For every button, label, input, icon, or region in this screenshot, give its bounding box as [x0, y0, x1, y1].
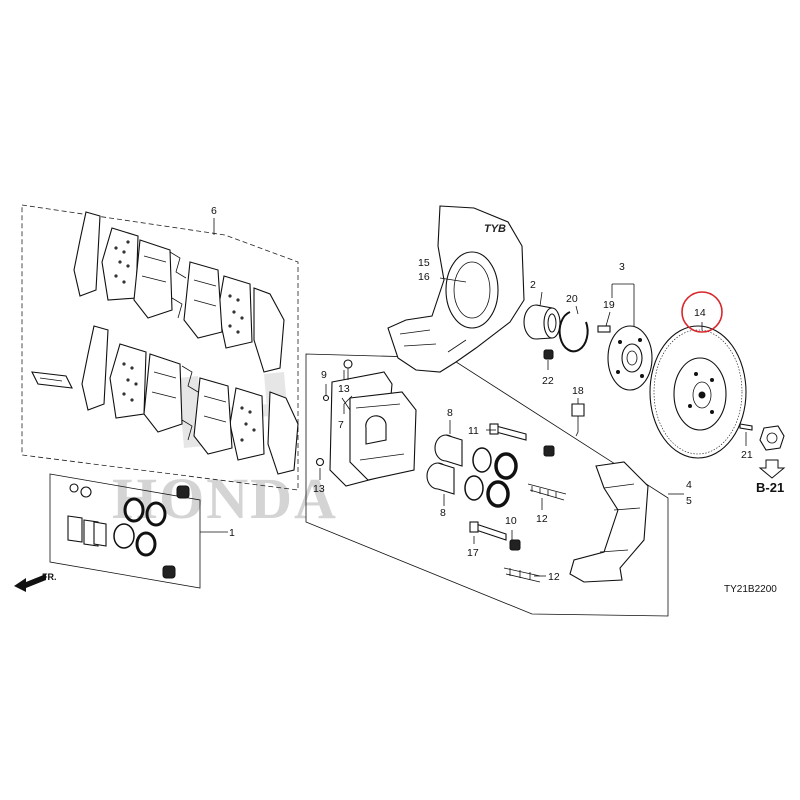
brake-rotor	[649, 325, 747, 459]
caliper-body	[315, 359, 417, 487]
shield-stamp: TYB	[484, 223, 506, 235]
pad-set-box	[21, 204, 299, 491]
label-2: 2	[530, 279, 536, 291]
label-18: 18	[572, 385, 584, 397]
label-13-lower: 13	[313, 483, 325, 495]
label-1: 1	[229, 527, 235, 539]
label-21: 21	[741, 449, 753, 461]
label-12-upper: 12	[536, 513, 548, 525]
label-17: 17	[467, 547, 479, 559]
label-7: 7	[338, 419, 344, 431]
label-14: 14	[694, 307, 706, 319]
pad-row-upper	[73, 211, 285, 373]
wheel-hub	[543, 325, 653, 391]
highlight-circle	[681, 291, 723, 333]
label-3: 3	[619, 261, 625, 273]
snap-ring	[558, 311, 589, 353]
splash-shield: TYB	[387, 205, 525, 373]
hub-nut	[759, 425, 785, 451]
label-16: 16	[418, 271, 430, 283]
label-5: 5	[686, 495, 692, 507]
label-13-upper: 13	[338, 383, 350, 395]
reference-label: B-21	[756, 480, 784, 495]
reference-arrow-b21: B-21	[756, 459, 786, 495]
front-direction-arrow: FR.	[14, 572, 57, 592]
diagram-code: TY21B2200	[724, 584, 777, 595]
label-11: 11	[468, 425, 479, 437]
rotor-screw	[739, 423, 753, 431]
label-12-lower: 12	[548, 571, 560, 583]
caliper-bracket	[569, 461, 649, 583]
part-number-labels: 1 2 3 4 5 6 7 8 8 9 10 11 12 12 13 13 14…	[211, 205, 753, 583]
front-arrow-label: FR.	[42, 572, 57, 582]
label-4: 4	[686, 479, 692, 491]
pad-row-lower	[31, 325, 299, 475]
label-22: 22	[542, 375, 554, 387]
label-9: 9	[321, 369, 327, 381]
slide-pins-and-bolts	[469, 403, 585, 583]
pistons-and-seals	[426, 434, 518, 508]
label-20: 20	[566, 293, 578, 305]
label-6: 6	[211, 205, 217, 217]
hub-bearing	[523, 304, 561, 340]
watermark-text: HONDA	[112, 466, 338, 531]
label-10: 10	[505, 515, 517, 527]
label-15: 15	[418, 257, 430, 269]
seal-kit-box	[49, 473, 228, 589]
leader-lines	[319, 277, 747, 577]
label-19: 19	[603, 299, 615, 311]
label-8-lower: 8	[440, 507, 446, 519]
label-8-upper: 8	[447, 407, 453, 419]
